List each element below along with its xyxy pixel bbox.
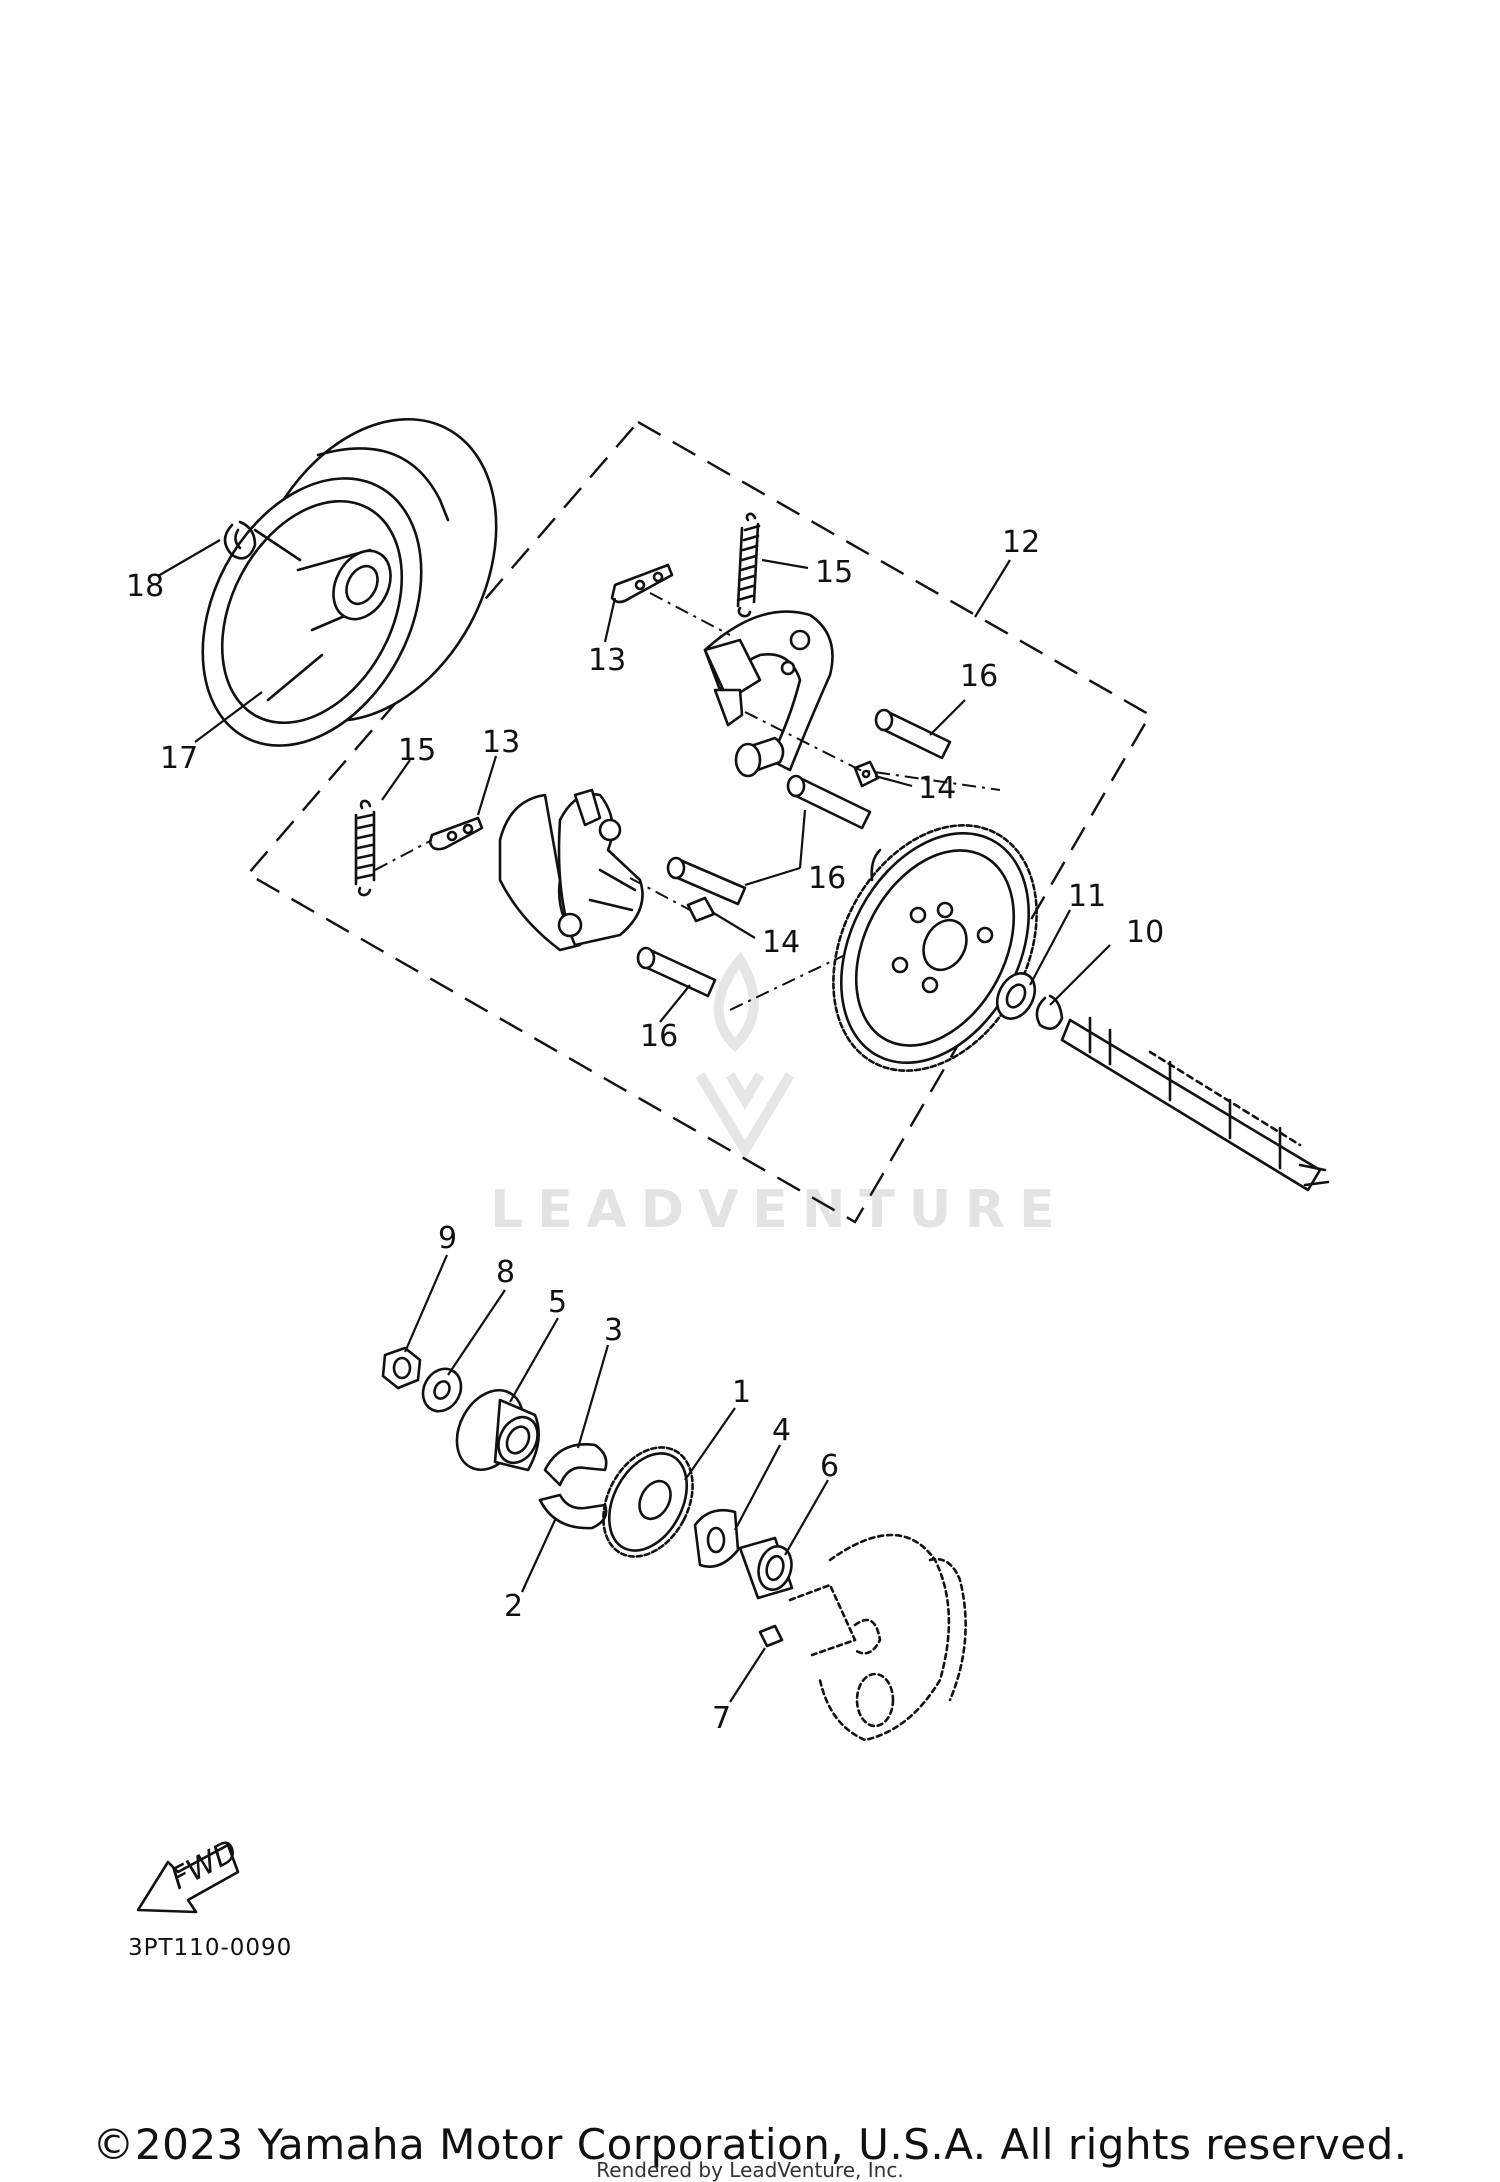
copyright-notice: ©2023 Yamaha Motor Corporation, U.S.A. A… [92, 2120, 1408, 2169]
callout-12: 12 [1002, 525, 1040, 560]
callout-11: 11 [1068, 879, 1106, 914]
leadventure-logo-watermark [695, 951, 795, 1160]
forward-arrow-icon: FWD [136, 1833, 244, 1914]
assembly-chainline-1 [649, 592, 731, 636]
callout-14-lower: 14 [762, 925, 800, 960]
callout-14-upper: 14 [918, 771, 956, 806]
callout-9: 9 [438, 1221, 457, 1256]
callout-10: 10 [1126, 915, 1164, 950]
collar-6 [738, 1536, 794, 1600]
callout-5: 5 [548, 1285, 567, 1320]
clutch-shoe-lower [498, 788, 644, 952]
callout-17: 17 [160, 741, 198, 776]
leadventure-watermark: LEADVENTURE [490, 1180, 1069, 1240]
callout-3: 3 [604, 1313, 623, 1348]
crankshaft-phantom [788, 1533, 967, 1742]
clutch-housing-17 [201, 417, 498, 747]
leader-lines [157, 539, 1111, 1703]
block-14-lower [686, 896, 716, 923]
callout-13-upper: 13 [588, 643, 626, 678]
circlip-10 [1035, 994, 1064, 1030]
nut-9 [381, 1346, 422, 1390]
callout-8: 8 [496, 1255, 515, 1290]
clutch-shoe-upper [703, 610, 834, 778]
pin-16-c [666, 856, 747, 906]
assembly-chainline-3 [374, 839, 433, 871]
hub-5 [455, 1389, 541, 1472]
plate-4 [693, 1508, 740, 1568]
assembly-chainline-2 [744, 711, 1001, 791]
plate-13-lower [428, 816, 484, 851]
block-14-upper [853, 760, 880, 788]
callout-1: 1 [732, 1375, 751, 1410]
callout-15-lower: 15 [398, 733, 436, 768]
drawing-code: 3PT110-0090 [128, 1935, 293, 1961]
washer-8 [421, 1367, 463, 1413]
callout-7: 7 [712, 1701, 731, 1736]
pin-16-a [874, 708, 952, 760]
pin-16-b [786, 774, 872, 830]
callout-2: 2 [504, 1589, 523, 1624]
assembly-chainline-4 [629, 877, 691, 911]
spring-15-upper [736, 512, 761, 618]
plate-13-upper [610, 563, 674, 604]
callout-4: 4 [772, 1413, 791, 1448]
assembly-chainline-5 [729, 954, 846, 1011]
spring-15-lower [354, 799, 376, 897]
circlip-18 [223, 520, 257, 560]
collar-2 [538, 1493, 608, 1530]
callout-15-upper: 15 [815, 555, 853, 590]
callout-16-middle: 16 [808, 861, 846, 896]
callout-18: 18 [126, 569, 164, 604]
callout-16-lower: 16 [640, 1019, 678, 1054]
assembly-boundary-12 [246, 420, 1152, 1224]
gear-1 [602, 1446, 694, 1558]
callout-13-lower: 13 [482, 725, 520, 760]
callout-6: 6 [820, 1449, 839, 1484]
driven-gear [832, 824, 1038, 1072]
key-7 [758, 1624, 784, 1648]
callout-16-upper: 16 [960, 659, 998, 694]
rendered-by-notice: Rendered by LeadVenture, Inc. [596, 2158, 904, 2182]
drive-shaft [1060, 1016, 1330, 1192]
pin-16-d [636, 946, 717, 998]
washer-11 [995, 972, 1037, 1020]
collar-3 [543, 1443, 608, 1487]
